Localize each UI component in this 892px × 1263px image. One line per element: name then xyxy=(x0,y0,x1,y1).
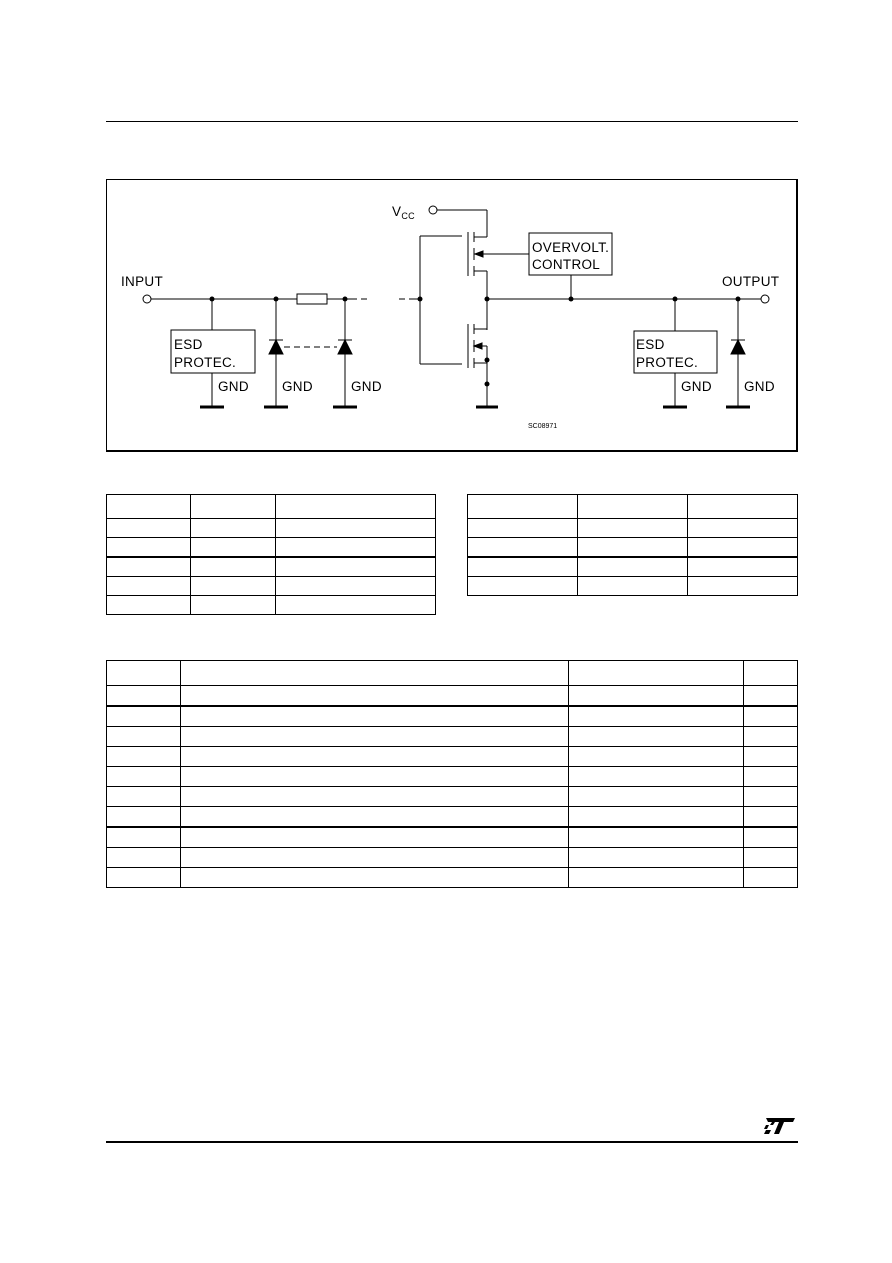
schematic-drawing: INPUT OUTPUT VCC OVERVOLT. CONTROL ESD P… xyxy=(121,204,779,430)
gnd-label-1: GND xyxy=(218,379,249,394)
table-row xyxy=(105,537,436,558)
input-label: INPUT xyxy=(121,274,163,289)
esd-right-line2: PROTEC. xyxy=(636,355,698,370)
table-row xyxy=(467,556,798,577)
table-row xyxy=(106,705,798,727)
esd-left-line1: ESD xyxy=(174,337,203,352)
schematic-labels: INPUT OUTPUT VCC OVERVOLT. CONTROL ESD P… xyxy=(121,204,779,430)
vcc-label: VCC xyxy=(392,204,415,221)
table-row xyxy=(467,518,798,538)
esd-left-line2: PROTEC. xyxy=(174,355,236,370)
table-row xyxy=(105,556,436,577)
output-wires xyxy=(487,232,770,409)
table-row xyxy=(106,847,798,868)
gnd-label-3: GND xyxy=(351,379,382,394)
bottom-table xyxy=(106,660,798,888)
table-row xyxy=(106,726,798,747)
input-wires xyxy=(142,293,420,409)
overvolt-label-line1: OVERVOLT. xyxy=(532,240,609,255)
table-row xyxy=(106,826,798,848)
schematic-figure: INPUT OUTPUT VCC OVERVOLT. CONTROL ESD P… xyxy=(106,179,798,452)
table-row xyxy=(467,537,798,558)
left-table xyxy=(105,494,436,615)
right-table xyxy=(467,494,798,596)
table-row xyxy=(105,576,436,596)
gnd-label-4: GND xyxy=(681,379,712,394)
gnd-label-5: GND xyxy=(744,379,775,394)
table-row xyxy=(105,518,436,538)
table-row xyxy=(105,595,436,615)
table-row xyxy=(106,766,798,787)
st-logo-icon xyxy=(764,1118,795,1134)
cmos-inverter xyxy=(419,205,529,409)
table-row xyxy=(105,494,436,519)
table-row xyxy=(106,746,798,767)
table-row xyxy=(467,576,798,596)
table-row xyxy=(106,867,798,888)
table-row xyxy=(467,494,798,519)
table-row xyxy=(106,685,798,707)
junction-dots xyxy=(209,296,741,387)
table-row xyxy=(106,660,798,686)
table-row xyxy=(106,806,798,828)
gnd-label-2: GND xyxy=(282,379,313,394)
overvolt-label-line2: CONTROL xyxy=(532,257,600,272)
footer-rule xyxy=(106,1141,798,1143)
output-label: OUTPUT xyxy=(722,274,779,289)
header-rule xyxy=(106,121,798,122)
drawing-code: SC08971 xyxy=(528,423,557,430)
esd-right-line1: ESD xyxy=(636,337,665,352)
table-row xyxy=(106,786,798,807)
